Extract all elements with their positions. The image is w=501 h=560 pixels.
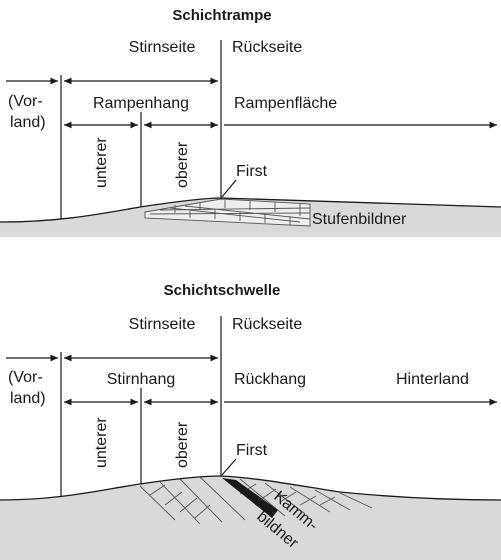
rueckseite-label: Rückseite: [232, 39, 302, 56]
vorland-label-2: land): [10, 114, 46, 131]
rueckhang-label: Rückhang: [234, 371, 306, 388]
first-pointer: [221, 458, 237, 476]
unterer-label: unterer: [93, 417, 110, 468]
vorland-label-2: land): [10, 390, 46, 407]
kammbildner-strata: [139, 476, 373, 525]
kammbildner-layer: [222, 478, 278, 518]
unterer-label: unterer: [93, 137, 110, 188]
vorland-label-1: (Vor-: [8, 369, 43, 386]
rampenflaeche-label: Rampenfläche: [234, 95, 337, 112]
schichtschwelle-diagram: Schichtschwelle Stirnseite Rückseite (Vo…: [0, 282, 501, 560]
vorland-label-1: (Vor-: [8, 93, 43, 110]
terrain-profile: [0, 197, 501, 223]
terrain-profile: [0, 475, 501, 501]
rampenhang-label: Rampenhang: [93, 95, 189, 112]
first-label: First: [236, 442, 268, 459]
first-pointer: [221, 179, 237, 198]
stirnseite-label: Stirnseite: [129, 316, 196, 333]
first-label: First: [236, 163, 268, 180]
stufenbildner-label: Stufenbildner: [312, 211, 407, 228]
rueckseite-label: Rückseite: [232, 316, 302, 333]
diagram-title: Schichtschwelle: [164, 282, 281, 299]
oberer-label: oberer: [174, 421, 191, 468]
stirnhang-label: Stirnhang: [107, 371, 176, 388]
hinterland-label: Hinterland: [396, 371, 469, 388]
schichtrampe-diagram: Schichtrampe Stirnseite Rückseite (Vor- …: [0, 7, 501, 237]
oberer-label: oberer: [174, 141, 191, 188]
stirnseite-label: Stirnseite: [129, 39, 196, 56]
stufenbildner-strata: [144, 198, 311, 227]
ground-fill: [0, 476, 501, 560]
diagram-title: Schichtrampe: [172, 7, 271, 24]
